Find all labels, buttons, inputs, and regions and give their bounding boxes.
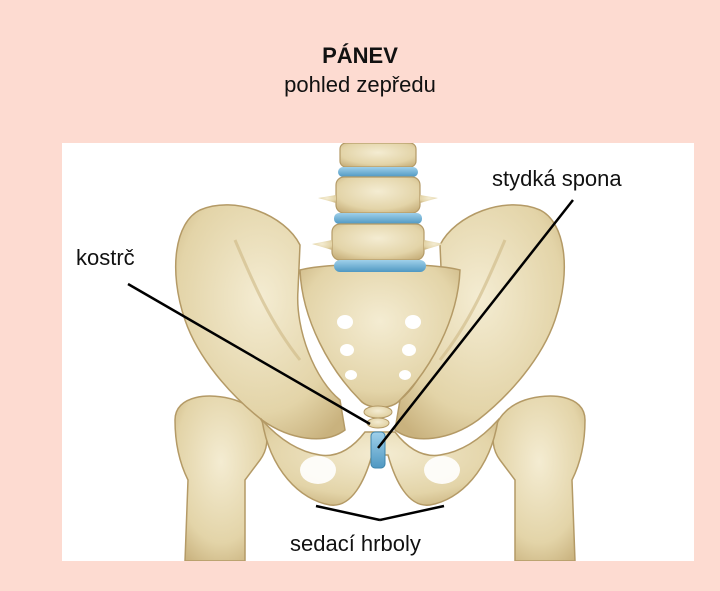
leader-line-ischial-right [380, 506, 444, 520]
right-femur [493, 396, 585, 561]
label-pubic-symphysis: stydká spona [492, 166, 622, 192]
left-femur [175, 396, 267, 561]
coccyx [364, 406, 392, 428]
lumbar-spine [312, 143, 444, 272]
leader-line-ischial-left [316, 506, 380, 520]
label-ischial-tuberosities: sedací hrboly [290, 531, 421, 557]
label-coccyx: kostrč [76, 245, 135, 271]
pubic-symphysis-disc [371, 432, 385, 468]
